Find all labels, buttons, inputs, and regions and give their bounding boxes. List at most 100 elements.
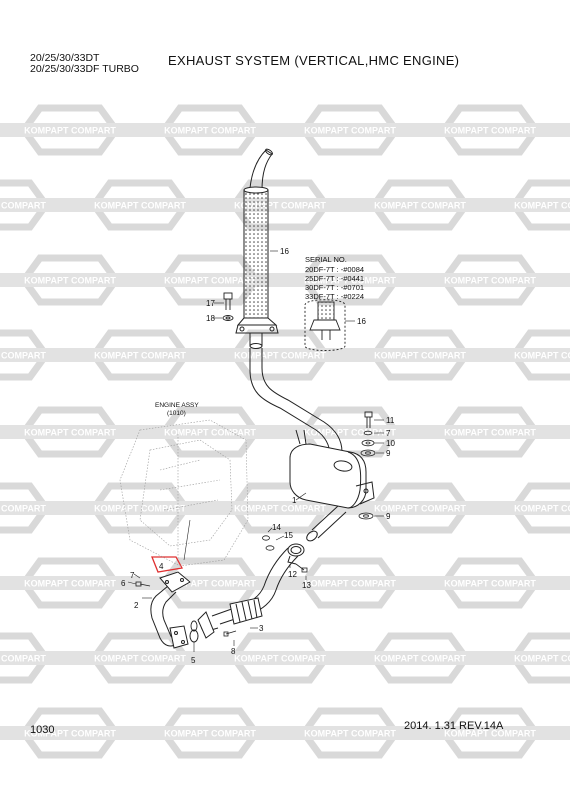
clamp-12[interactable] xyxy=(287,543,305,565)
watermark-tile: KOMPAPT COMPART xyxy=(348,329,492,381)
revision-date: 2014. 1.31 REV.14A xyxy=(404,720,504,732)
watermark-tile: KOMPAPT COMPART xyxy=(488,632,570,684)
engine-assy-ref: (1010) xyxy=(167,410,186,417)
page-number: 1030 xyxy=(30,724,55,736)
watermark-tile: KOMPAPT COMPART xyxy=(278,254,422,306)
watermark-tile: KOMPAPT COMPART xyxy=(0,406,142,458)
washer-15[interactable] xyxy=(265,545,275,551)
watermark-text: KOMPAPT COMPART xyxy=(304,126,396,136)
watermark-tile: KOMPAPT COMPART xyxy=(488,179,570,231)
gasket-5[interactable] xyxy=(190,620,198,632)
watermark-text: KOMPAPT COMPART xyxy=(514,654,570,664)
callout-14: 14 xyxy=(272,523,281,532)
watermark-tile: KOMPAPT COMPART xyxy=(558,273,570,287)
exhaust-pipe-3[interactable] xyxy=(197,547,299,639)
bolt-17[interactable] xyxy=(223,292,233,310)
muffler-inlet-pipe[interactable] xyxy=(305,505,347,543)
watermark-tile: KOMPAPT COMPART xyxy=(0,632,72,684)
callout-13: 13 xyxy=(302,581,311,590)
watermark-tile: KOMPAPT COMPART xyxy=(208,329,352,381)
watermark-tile: KOMPAPT COMPART xyxy=(348,482,492,534)
watermark-tile: KOMPAPT COMPART xyxy=(0,329,72,381)
watermark-tile: KOMPAPT COMPART xyxy=(348,632,492,684)
leader-lines xyxy=(127,302,384,652)
watermark-text: KOMPAPT COMPART xyxy=(444,729,536,739)
watermark-text: KOMPAPT COMPART xyxy=(304,729,396,739)
watermark-text: KOMPAPT COMPART xyxy=(234,201,326,211)
watermark-tile: KOMPAPT COMPART xyxy=(138,707,282,759)
watermark-tile: KOMPAPT COMPART xyxy=(348,179,492,231)
rubber-mount-9b[interactable] xyxy=(358,512,374,520)
watermark-tile: KOMPAPT COMPART xyxy=(488,329,570,381)
watermark-text: KOMPAPT COMPART xyxy=(164,729,256,739)
callout-2: 2 xyxy=(134,601,139,610)
engine-assy-label: ENGINE ASSY xyxy=(155,402,199,409)
model-line-1: 20/25/30/33DT xyxy=(30,52,100,64)
watermark-text: KOMPAPT COMPART xyxy=(234,351,326,361)
watermark-text: KOMPAPT COMPART xyxy=(24,276,116,286)
watermark-text: KOMPAPT COMPART xyxy=(164,579,256,589)
tail-pipe-16[interactable] xyxy=(235,148,279,349)
muffler-1[interactable] xyxy=(289,429,375,509)
intermediate-pipe[interactable] xyxy=(249,348,343,457)
watermark-tile: KOMPAPT COMPART xyxy=(68,482,212,534)
rubber-mount-9a[interactable] xyxy=(360,449,376,457)
watermark-text: KOMPAPT COMPART xyxy=(304,579,396,589)
serial-heading: SERIAL NO. xyxy=(305,255,347,264)
washer-18[interactable] xyxy=(222,315,234,321)
callout-17: 17 xyxy=(206,299,215,308)
watermark-tile: KOMPAPT COMPART xyxy=(418,254,562,306)
watermark-text: KOMPAPT COMPART xyxy=(0,201,46,211)
watermark-tile: KOMPAPT COMPART xyxy=(0,179,72,231)
serial-row-3: 30DF-7T : -#0701 xyxy=(305,283,364,292)
watermark-text: KOMPAPT COMPART xyxy=(234,654,326,664)
watermark-text: KOMPAPT COMPART xyxy=(94,201,186,211)
watermark-text: KOMPAPT COMPART xyxy=(374,654,466,664)
watermark-tile: KOMPAPT COMPART xyxy=(0,557,142,609)
callout-7-lower: 7 xyxy=(130,571,135,580)
watermark-text: KOMPAPT COMPART xyxy=(514,201,570,211)
watermark-tile: KOMPAPT COMPART xyxy=(208,179,352,231)
washer-10[interactable] xyxy=(361,439,375,447)
callout-18: 18 xyxy=(206,314,215,323)
watermark-text: KOMPAPT COMPART xyxy=(0,654,46,664)
watermark-tile: KOMPAPT COMPART xyxy=(138,406,282,458)
watermark-text: KOMPAPT COMPART xyxy=(164,428,256,438)
watermark-tile: KOMPAPT COMPART xyxy=(0,254,142,306)
watermark-text: KOMPAPT COMPART xyxy=(444,579,536,589)
engine-outline xyxy=(119,419,249,567)
gasket-4-highlight[interactable] xyxy=(151,556,184,573)
watermark-text: KOMPAPT COMPART xyxy=(94,654,186,664)
gasket-flange-top[interactable] xyxy=(159,571,191,593)
serial-detail xyxy=(304,299,346,351)
watermark-tile: KOMPAPT COMPART xyxy=(208,632,352,684)
serial-row-2: 25DF-7T : -#0441 xyxy=(305,274,364,283)
callout-15: 15 xyxy=(284,531,293,540)
callout-16: 16 xyxy=(280,247,289,256)
watermark-text: KOMPAPT COMPART xyxy=(444,428,536,438)
watermark-text: KOMPAPT COMPART xyxy=(24,126,116,136)
callout-12: 12 xyxy=(288,570,297,579)
watermark-tile: KOMPAPT COMPART xyxy=(138,104,282,156)
callout-1: 1 xyxy=(292,496,297,505)
callout-9-lower: 9 xyxy=(386,512,391,521)
watermark-text: KOMPAPT COMPART xyxy=(514,504,570,514)
bolt-13[interactable] xyxy=(295,563,308,573)
watermark-text: KOMPAPT COMPART xyxy=(164,126,256,136)
watermark-tile: KOMPAPT COMPART xyxy=(278,557,422,609)
watermark-tile: KOMPAPT COMPART xyxy=(0,482,72,534)
watermark-tile: KOMPAPT COMPART xyxy=(0,707,142,759)
callout-4: 4 xyxy=(159,562,164,571)
bolt-11[interactable] xyxy=(364,411,373,428)
watermark-text: KOMPAPT COMPART xyxy=(514,351,570,361)
lock-washer-7b[interactable] xyxy=(363,430,373,436)
bolt-8[interactable] xyxy=(223,630,237,637)
watermark-tile: KOMPAPT COMPART xyxy=(0,104,142,156)
nut-14[interactable] xyxy=(262,535,270,541)
watermark-text: KOMPAPT COMPART xyxy=(444,126,536,136)
watermark-tile: KOMPAPT COMPART xyxy=(68,179,212,231)
watermark-text: KOMPAPT COMPART xyxy=(304,276,396,286)
watermark-text: KOMPAPT COMPART xyxy=(164,276,256,286)
